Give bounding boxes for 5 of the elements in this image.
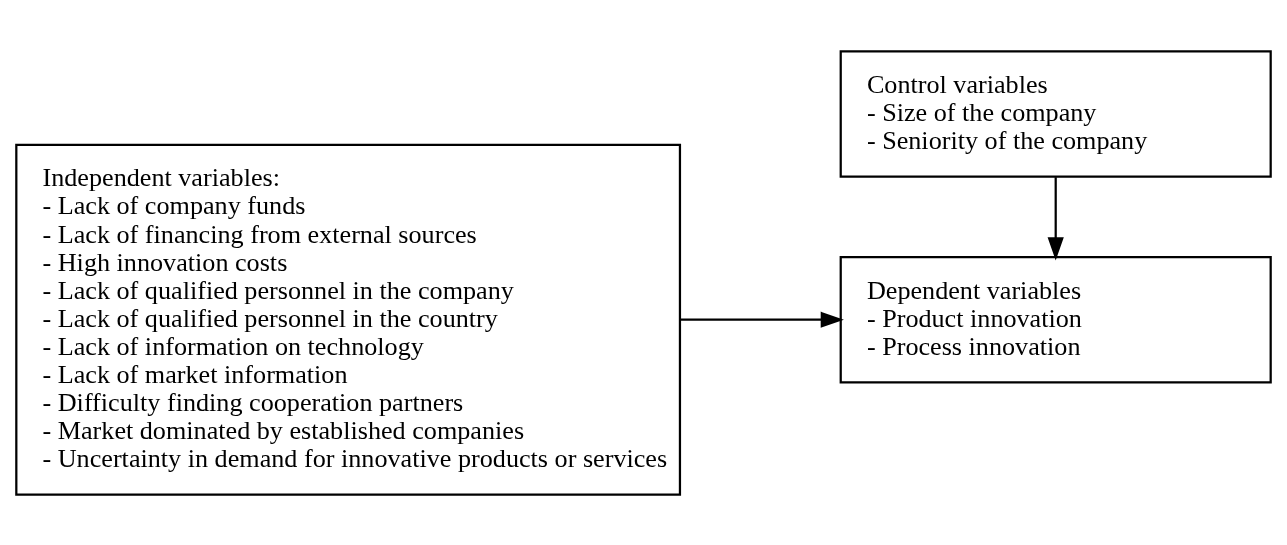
node-box: Control variables - Size of the company - Seniority of the company [839,49,1272,178]
node-box: Dependent variables - Product innovation - Process innovation [839,255,1272,383]
arrow [680,311,844,328]
node-box: Independent variables: - Lack of company funds - Lack of financing from external sources - High innovation costs - Lack of qualified personnel in the company - Lack of qualified personnel in the country - Lack of information on technology - Lack of market information - Difficulty finding cooperation partners - Market dominated by established companies - Uncertainty in demand for innovative products or services [15,143,682,496]
arrow [1047,176,1064,260]
